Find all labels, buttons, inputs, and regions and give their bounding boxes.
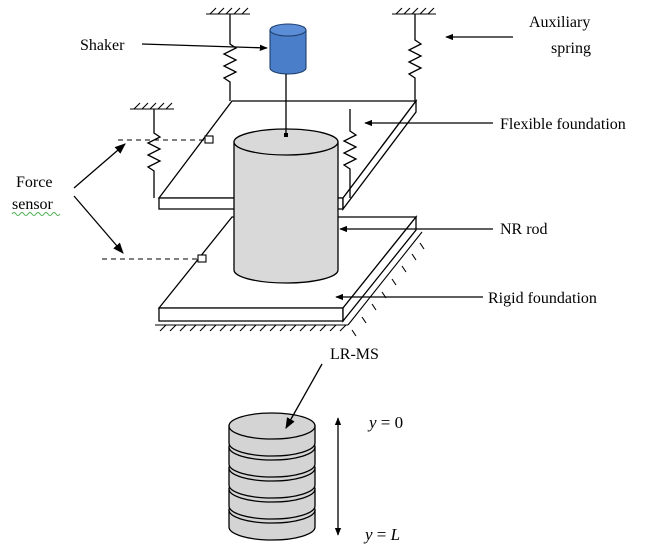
sensor-spellcheck-underline (11, 212, 61, 216)
label-force-sensor-line1: Force (16, 174, 52, 191)
label-y-equals-L: y = L (363, 525, 400, 544)
ground-symbol-top-right (392, 7, 436, 15)
label-force-sensor-line2: sensor (12, 196, 54, 213)
label-rigid-foundation: Rigid foundation (488, 290, 597, 307)
label-auxiliary-spring-line2: spring (551, 40, 591, 57)
label-auxiliary-spring-line1: Auxiliary (529, 14, 590, 31)
shaker-arrow (141, 43, 268, 51)
label-y-equals-zero: y = 0 (367, 413, 403, 432)
auxiliary-spring-right (407, 14, 423, 101)
force-sensor-arrow-upper (73, 143, 126, 189)
spring-mid-right (342, 109, 358, 198)
lr-ms-stacked-cylinder (228, 412, 316, 541)
force-sensor-lower (197, 254, 207, 263)
label-flexible-foundation: Flexible foundation (500, 116, 626, 133)
force-sensor-upper (204, 135, 214, 144)
force-sensor-arrow-lower (73, 195, 124, 254)
ground-symbol-top-left (206, 7, 250, 15)
label-lr-ms: LR-MS (330, 346, 379, 363)
label-nr-rod: NR rod (500, 221, 548, 238)
shaker (269, 23, 307, 135)
nr-rod-cylinder (233, 128, 339, 284)
lr-ms-arrow (285, 363, 323, 429)
auxiliary-spring-left (222, 14, 238, 101)
ground-symbol-mid-left (130, 102, 174, 110)
spring-mid-left (146, 109, 162, 198)
rigid-foundation-ground-hatch (155, 231, 425, 337)
label-shaker: Shaker (80, 37, 125, 54)
